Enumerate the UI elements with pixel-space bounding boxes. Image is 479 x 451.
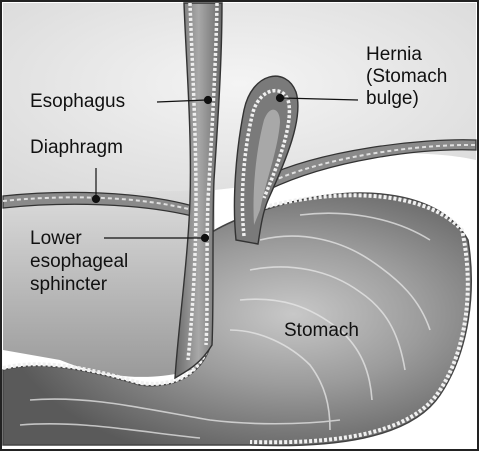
esophagus-label: Esophagus [30, 91, 125, 112]
hernia-label-line1: Hernia [366, 44, 422, 65]
diaphragm-label: Diaphragm [30, 137, 123, 158]
hernia-label-line3: bulge) [366, 88, 419, 109]
hernia-label-line2: (Stomach [366, 66, 447, 87]
diaphragm-pointer-dot [93, 196, 100, 203]
sphincter-label-line2: esophageal [30, 251, 128, 272]
sphincter-pointer-dot [202, 235, 209, 242]
hernia-pointer-dot [277, 95, 284, 102]
sphincter-label-line1: Lower [30, 228, 82, 249]
stomach-label: Stomach [284, 320, 359, 341]
esophagus-pointer-dot [205, 97, 212, 104]
sphincter-label-line3: sphincter [30, 274, 107, 295]
